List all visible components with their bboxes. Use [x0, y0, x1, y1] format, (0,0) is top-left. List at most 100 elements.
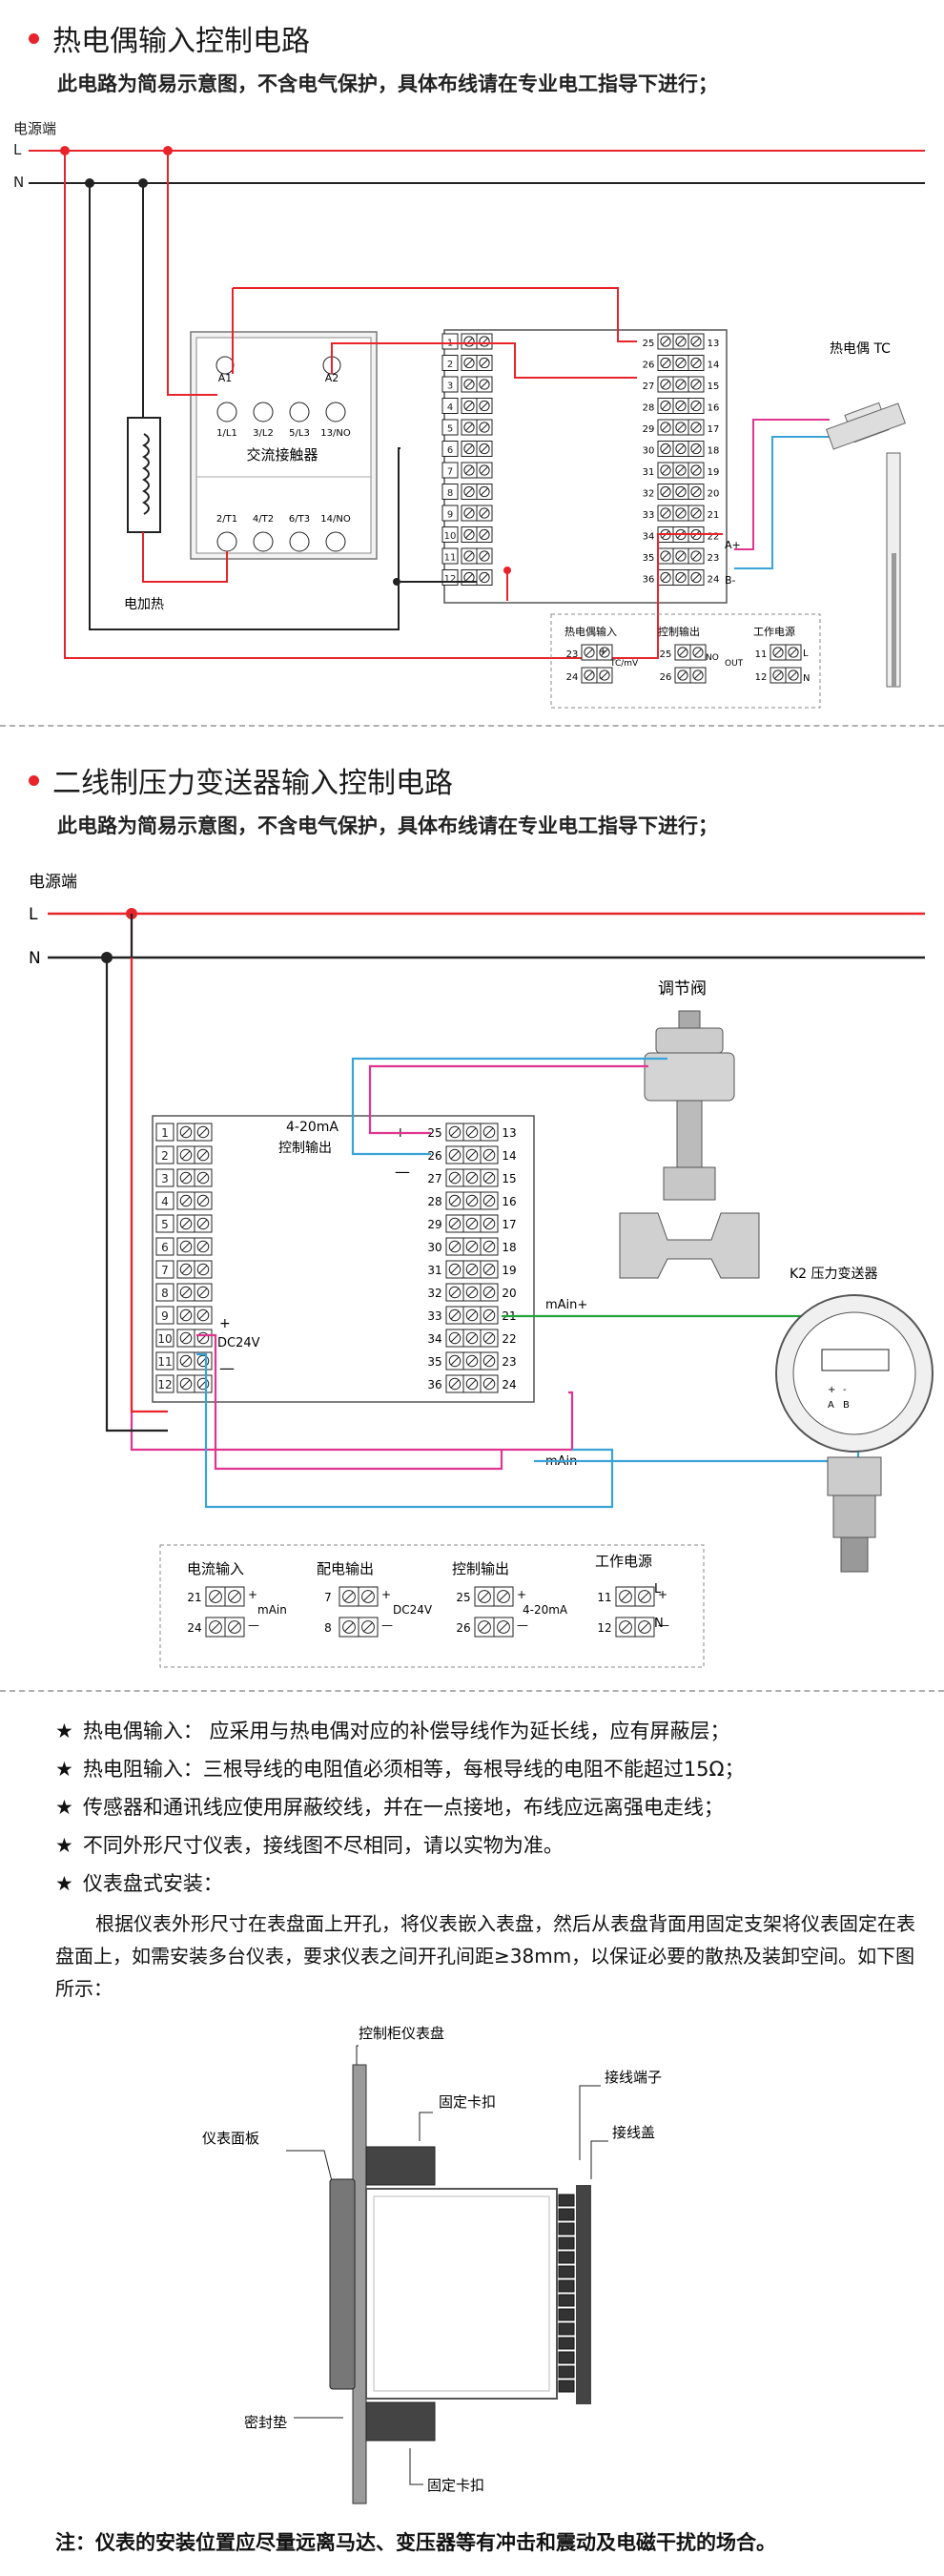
- svg-text:11: 11: [755, 649, 768, 660]
- svg-text:N: N: [803, 673, 810, 684]
- clip-top: [365, 2146, 436, 2186]
- svg-text:4: 4: [161, 1195, 169, 1208]
- svg-text:A2: A2: [325, 372, 339, 384]
- svg-text:+: +: [219, 1316, 231, 1331]
- svg-text:8: 8: [324, 1621, 332, 1635]
- svg-text:+: +: [248, 1588, 257, 1601]
- svg-text:4/T2: 4/T2: [253, 514, 274, 525]
- svg-text:控制输出: 控制输出: [452, 1560, 509, 1577]
- tc-term-left-1: 1: [441, 333, 493, 350]
- svg-text:10: 10: [157, 1332, 172, 1346]
- svg-text:3: 3: [161, 1172, 169, 1185]
- svg-text:+: +: [828, 1385, 835, 1395]
- tc-term-right-32: 32 20: [643, 484, 720, 500]
- note-item: ★不同外形尺寸仪表，接线图不尽相同，请以实物为准。: [55, 1834, 564, 1857]
- svg-text:36: 36: [427, 1378, 441, 1391]
- tc-term-left-9: 9: [441, 505, 493, 522]
- install-paragraph: 根据仪表外形尺寸在表盘面上开孔，将仪表嵌入表盘，然后从表盘背面用固定支架将仪表固…: [55, 1912, 915, 2000]
- svg-text:12: 12: [157, 1378, 172, 1391]
- svg-text:25: 25: [456, 1591, 470, 1604]
- svg-text:4: 4: [447, 402, 453, 413]
- svg-text:25: 25: [427, 1126, 441, 1140]
- svg-text:14: 14: [708, 361, 720, 371]
- note-item: ★热电阻输入：三根导线的电阻值必须相等，每根导线的电阻不能超过15Ω；: [55, 1758, 745, 1781]
- svg-text:控制输出: 控制输出: [278, 1141, 332, 1156]
- bullet-dot-icon: [29, 32, 39, 44]
- svg-text:mAin+: mAin+: [545, 1298, 587, 1312]
- footer-note: 注：仪表的安装位置应尽量远离马达、变压器等有冲击和震动及电磁干扰的场合。: [55, 2531, 776, 2554]
- line-N-label: N: [13, 174, 24, 191]
- section1-subtitle: 此电路为简易示意图，不含电气保护，具体布线请在专业电工指导下进行；: [57, 72, 718, 95]
- svg-text:mAin: mAin: [257, 1603, 287, 1617]
- svg-text:DC24V: DC24V: [393, 1603, 433, 1617]
- valve-label: 调节阀: [658, 979, 707, 999]
- svg-text:9: 9: [447, 509, 453, 520]
- svg-text:电源端: 电源端: [29, 873, 77, 892]
- svg-text:1: 1: [161, 1126, 169, 1140]
- svg-text:3: 3: [447, 381, 453, 391]
- svg-text:11: 11: [597, 1591, 611, 1604]
- svg-text:—: —: [658, 1618, 669, 1632]
- pt-term-left-1: 1: [155, 1123, 213, 1142]
- svg-text:22: 22: [502, 1332, 516, 1346]
- svg-text:17: 17: [502, 1218, 516, 1231]
- pressure-transmitter-icon: [775, 1294, 934, 1573]
- svg-text:24: 24: [566, 672, 579, 683]
- svg-text:-: -: [843, 1385, 847, 1395]
- notes-list: ★热电偶输入： 应采用与热电偶对应的补偿导线作为延长线，应有屏蔽层； ★热电阻输…: [55, 1712, 913, 1903]
- svg-text:接线盖: 接线盖: [612, 2124, 655, 2141]
- tc-term-left-12: 12: [441, 569, 493, 586]
- svg-text:工作电源: 工作电源: [595, 1553, 652, 1570]
- svg-text:27: 27: [643, 381, 655, 392]
- tc-term-left-7: 7: [441, 462, 493, 479]
- svg-text:工作电源: 工作电源: [753, 625, 795, 638]
- svg-text:13: 13: [502, 1126, 516, 1140]
- svg-text:L: L: [803, 649, 809, 659]
- divider: [0, 1690, 944, 1692]
- svg-text:固定卡扣: 固定卡扣: [427, 2477, 484, 2494]
- pt-term-left-10: 10: [155, 1329, 213, 1348]
- svg-text:1/L1: 1/L1: [216, 428, 237, 439]
- svg-text:16: 16: [708, 403, 720, 414]
- svg-text:12: 12: [755, 672, 768, 683]
- svg-text:5/L3: 5/L3: [289, 428, 310, 439]
- svg-text:15: 15: [708, 381, 720, 392]
- thermocouple-probe: [826, 402, 906, 688]
- pt-term-left-8: 8: [155, 1283, 213, 1302]
- svg-text:-: -: [599, 673, 603, 684]
- svg-text:DC24V: DC24V: [217, 1336, 260, 1350]
- svg-text:26: 26: [456, 1621, 470, 1635]
- tc-term-left-8: 8: [441, 484, 493, 500]
- svg-text:36: 36: [643, 575, 655, 586]
- svg-text:23: 23: [502, 1355, 516, 1369]
- svg-text:7: 7: [324, 1591, 332, 1604]
- svg-text:—: —: [381, 1618, 393, 1632]
- svg-text:OUT: OUT: [725, 659, 744, 669]
- svg-text:11: 11: [157, 1355, 172, 1369]
- svg-text:6: 6: [161, 1241, 169, 1254]
- contactor-label: 交流接触器: [246, 446, 318, 464]
- tc-term-right-27: 27 15: [643, 376, 720, 393]
- tc-term-left-4: 4: [441, 398, 493, 414]
- svg-text:32: 32: [643, 489, 655, 500]
- svg-text:+: +: [517, 1588, 526, 1601]
- svg-text:配电输出: 配电输出: [317, 1560, 374, 1577]
- transmitter-label: K2 压力变送器: [790, 1267, 878, 1282]
- svg-text:控制柜仪表盘: 控制柜仪表盘: [359, 2025, 444, 2042]
- svg-text:19: 19: [708, 467, 720, 478]
- note-item: ★热电偶输入： 应采用与热电偶对应的补偿导线作为延长线，应有屏蔽层；: [55, 1720, 730, 1742]
- pt-term-left-4: 4: [155, 1191, 213, 1210]
- svg-text:23: 23: [566, 649, 579, 660]
- svg-text:20: 20: [708, 489, 720, 500]
- svg-text:19: 19: [502, 1264, 516, 1277]
